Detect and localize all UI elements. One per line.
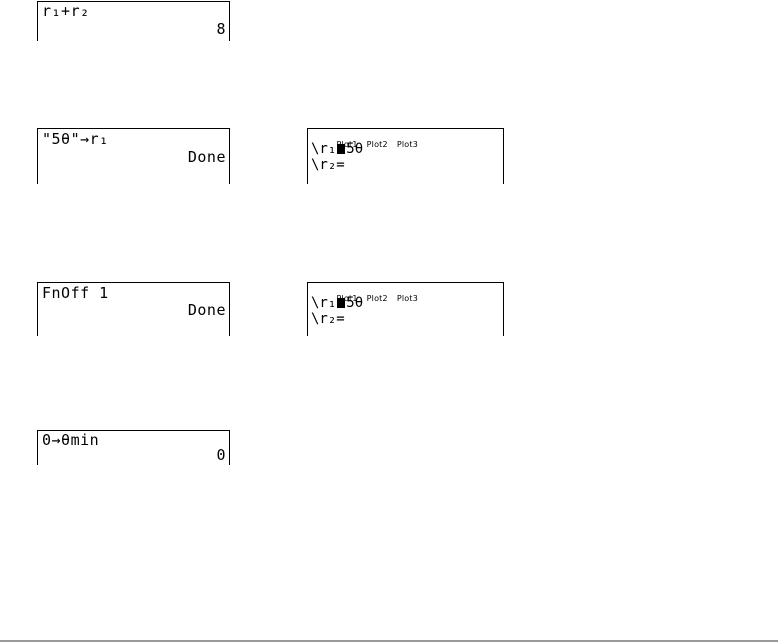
result-value: 8: [216, 20, 226, 38]
plot3-label[interactable]: Plot3: [396, 140, 418, 149]
result-value: Done: [187, 148, 226, 166]
plot-bar: Plot1 Plot2 Plot3: [320, 131, 427, 158]
r1-label: \r₁: [311, 141, 337, 157]
home-screen-thetamin: 0→θmin 0: [37, 430, 230, 465]
plot2-label[interactable]: Plot2: [366, 140, 388, 149]
r2-label: \r₂=: [311, 157, 345, 173]
home-screen-fnoff: FnOff 1 Done: [37, 282, 230, 336]
selected-equals-icon[interactable]: [337, 298, 346, 308]
plot2-label[interactable]: Plot2: [366, 294, 388, 303]
result-value: Done: [187, 301, 226, 319]
r2-label: \r₂=: [311, 311, 345, 327]
selected-equals-icon[interactable]: [337, 144, 346, 154]
entry-line: 0→θmin: [42, 431, 100, 449]
result-value: 0: [216, 446, 226, 464]
equation-row-r2[interactable]: \r₂=: [311, 312, 345, 327]
plot1-label[interactable]: Plot1: [336, 294, 358, 303]
equation-row-r1[interactable]: \r₁ 5θ: [311, 296, 363, 311]
plot-bar: Plot1 Plot2 Plot3: [320, 285, 427, 312]
plot3-label[interactable]: Plot3: [396, 294, 418, 303]
entry-line: "5θ"→r₁: [42, 130, 109, 148]
r1-expression: 5θ: [346, 141, 364, 157]
home-screen-store: "5θ"→r₁ Done: [37, 128, 230, 184]
home-screen-sum: r₁+r₂ 8: [37, 1, 230, 41]
equation-row-r1[interactable]: \r₁ 5θ: [311, 142, 363, 157]
r1-label: \r₁: [311, 295, 337, 311]
y-editor-screen: Plot1 Plot2 Plot3 \r₁ 5θ \r₂=: [307, 128, 504, 184]
footer-rule: [0, 640, 778, 642]
plot1-label[interactable]: Plot1: [336, 140, 358, 149]
entry-line: FnOff 1: [42, 284, 109, 302]
equation-row-r2[interactable]: \r₂=: [311, 158, 345, 173]
r1-expression: 5θ: [346, 295, 364, 311]
entry-line: r₁+r₂: [42, 2, 90, 20]
y-editor-screen-after: Plot1 Plot2 Plot3 \r₁ 5θ \r₂=: [307, 282, 504, 336]
